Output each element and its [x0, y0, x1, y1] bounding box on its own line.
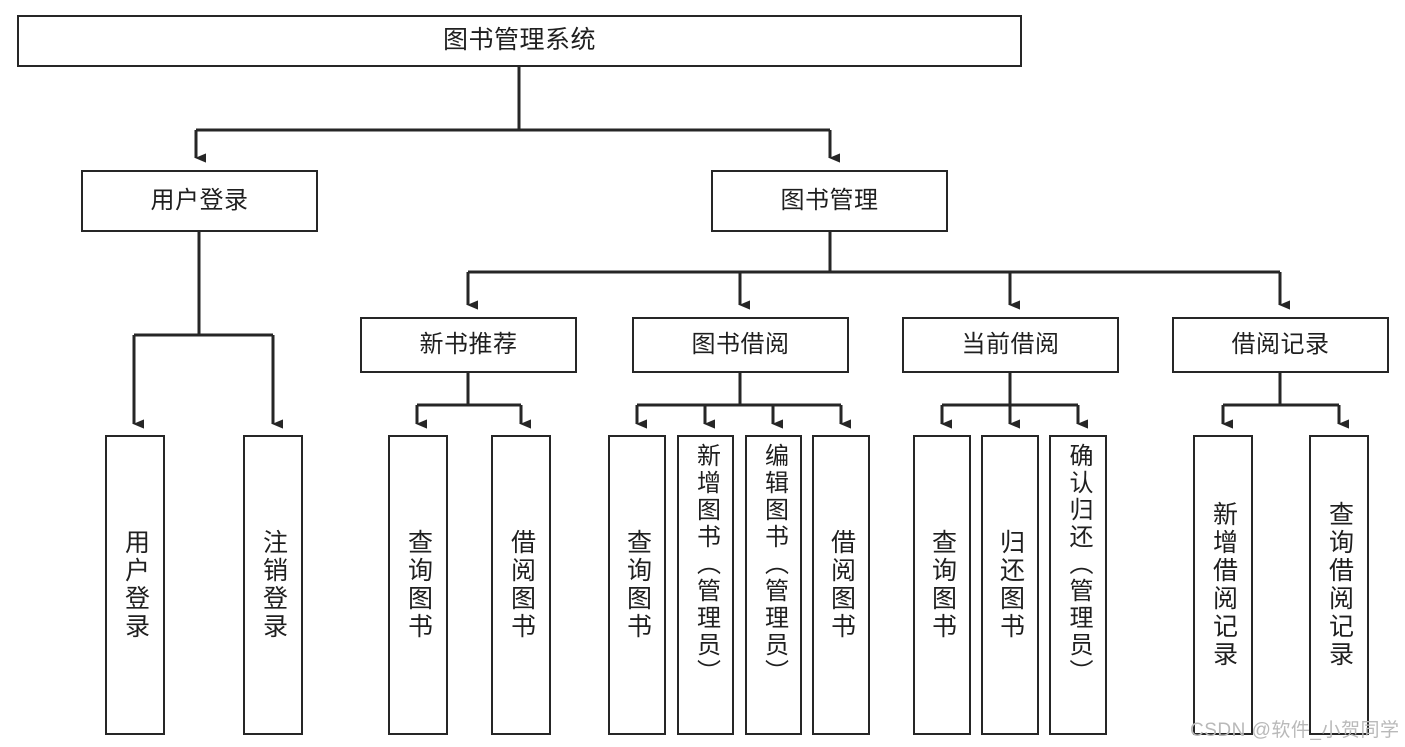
node-label: 图书借阅	[691, 330, 790, 358]
leaf-borrow-query-book[interactable]: 查询图书	[608, 435, 666, 735]
leaf-record-query-record[interactable]: 查询借阅记录	[1309, 435, 1369, 735]
leaf-new-book-query-book[interactable]: 查询图书	[388, 435, 448, 735]
leaf-user-login-logout[interactable]: 注销登录	[243, 435, 303, 735]
leaf-borrow-borrow-book[interactable]: 借阅图书	[812, 435, 870, 735]
leaf-record-add-record[interactable]: 新增借阅记录	[1193, 435, 1253, 735]
node-label: 图书管理	[780, 186, 879, 214]
node-new-book-recommend[interactable]: 新书推荐	[360, 317, 577, 373]
node-label: 确认归还（管理员）	[1065, 443, 1092, 686]
node-label: 查询图书	[404, 529, 433, 641]
node-label: 归还图书	[996, 529, 1025, 641]
leaf-current-query-book[interactable]: 查询图书	[913, 435, 971, 735]
node-label: 注销登录	[259, 529, 288, 641]
node-label: 编辑图书（管理员）	[760, 443, 788, 686]
node-label: 新增借阅记录	[1209, 501, 1238, 669]
leaf-user-login-login[interactable]: 用户登录	[105, 435, 165, 735]
node-label: 借阅图书	[827, 529, 856, 641]
node-label: 图书管理系统	[442, 26, 596, 55]
csdn-watermark: CSDN @软件_小贺同学	[1190, 720, 1400, 741]
leaf-current-confirm-return-admin[interactable]: 确认归还（管理员）	[1049, 435, 1107, 735]
node-label: 借阅记录	[1231, 330, 1330, 358]
leaf-borrow-add-book-admin[interactable]: 新增图书（管理员）	[677, 435, 734, 735]
node-book-management[interactable]: 图书管理	[711, 170, 948, 232]
node-current-borrow[interactable]: 当前借阅	[902, 317, 1119, 373]
node-label: 用户登录	[121, 529, 150, 641]
node-label: 当前借阅	[961, 330, 1060, 358]
node-label: 借阅图书	[507, 529, 536, 641]
node-label: 查询图书	[623, 529, 652, 641]
node-label: 新增图书（管理员）	[692, 443, 720, 686]
leaf-new-book-borrow-book[interactable]: 借阅图书	[491, 435, 551, 735]
node-user-login[interactable]: 用户登录	[81, 170, 318, 232]
node-label: 查询图书	[928, 529, 957, 641]
node-label: 用户登录	[150, 186, 249, 214]
leaf-current-return-book[interactable]: 归还图书	[981, 435, 1039, 735]
leaf-borrow-edit-book-admin[interactable]: 编辑图书（管理员）	[745, 435, 802, 735]
node-borrow-record[interactable]: 借阅记录	[1172, 317, 1389, 373]
node-book-borrow[interactable]: 图书借阅	[632, 317, 849, 373]
node-label: 新书推荐	[419, 330, 518, 358]
node-label: 查询借阅记录	[1325, 501, 1354, 669]
node-root-system[interactable]: 图书管理系统	[17, 15, 1022, 67]
